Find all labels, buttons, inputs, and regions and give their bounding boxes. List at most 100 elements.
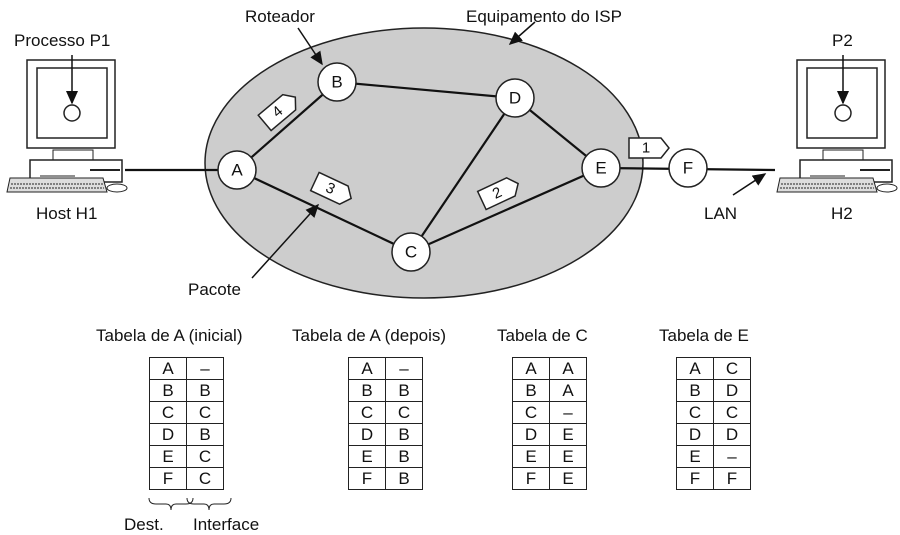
router-a: A bbox=[217, 150, 257, 190]
router-label: E bbox=[595, 159, 606, 178]
host-h2-computer-icon bbox=[776, 59, 898, 193]
table-row: E– bbox=[676, 445, 751, 468]
interface-cell: C bbox=[186, 467, 224, 490]
interface-cell: E bbox=[549, 467, 587, 490]
interface-cell: B bbox=[385, 445, 423, 468]
router-f: F bbox=[668, 148, 708, 188]
process-p2-icon bbox=[834, 104, 852, 122]
label-h2: H2 bbox=[831, 204, 853, 223]
destination-cell: F bbox=[348, 467, 386, 490]
interface-cell: B bbox=[186, 423, 224, 446]
destination-cell: A bbox=[512, 357, 550, 380]
interface-cell: C bbox=[713, 357, 751, 380]
interface-cell: B bbox=[385, 467, 423, 490]
table-row: A– bbox=[149, 357, 224, 380]
label-p2: P2 bbox=[832, 31, 853, 50]
packet-3: 3 bbox=[309, 171, 352, 205]
host-h1-computer-icon bbox=[6, 59, 128, 193]
links bbox=[125, 80, 776, 254]
interface-cell: E bbox=[549, 445, 587, 468]
destination-cell: D bbox=[149, 423, 187, 446]
destination-cell: A bbox=[348, 357, 386, 380]
destination-cell: F bbox=[149, 467, 187, 490]
interface-cell: A bbox=[549, 379, 587, 402]
destination-cell: C bbox=[348, 401, 386, 424]
router-e: E bbox=[581, 148, 621, 188]
router-label: B bbox=[331, 73, 342, 92]
destination-cell: E bbox=[348, 445, 386, 468]
destination-cell: A bbox=[676, 357, 714, 380]
process-p1-icon bbox=[63, 104, 81, 122]
label-interface: Interface bbox=[193, 515, 259, 534]
interface-cell: C bbox=[385, 401, 423, 424]
interface-cell: B bbox=[385, 423, 423, 446]
destination-cell: C bbox=[149, 401, 187, 424]
destination-cell: F bbox=[512, 467, 550, 490]
router-label: A bbox=[231, 161, 243, 180]
packet-1: 1 bbox=[628, 137, 670, 159]
destination-cell: F bbox=[676, 467, 714, 490]
destination-cell: D bbox=[676, 423, 714, 446]
router-d: D bbox=[495, 78, 535, 118]
label-pacote: Pacote bbox=[188, 280, 241, 299]
interface-cell: – bbox=[385, 357, 423, 380]
label-host-h1: Host H1 bbox=[36, 204, 97, 223]
table-row: C– bbox=[512, 401, 587, 424]
interface-brace bbox=[186, 497, 232, 511]
routing-table-title: Tabela de A (inicial) bbox=[96, 326, 243, 345]
destination-cell: B bbox=[348, 379, 386, 402]
destination-cell: E bbox=[512, 445, 550, 468]
packet-2: 2 bbox=[476, 177, 519, 211]
interface-cell: – bbox=[549, 401, 587, 424]
interface-cell: D bbox=[713, 379, 751, 402]
label-dest: Dest. bbox=[124, 515, 164, 534]
routing-table-title: Tabela de A (depois) bbox=[292, 326, 447, 345]
router-label: F bbox=[683, 159, 693, 178]
interface-cell: C bbox=[713, 401, 751, 424]
interface-cell: A bbox=[549, 357, 587, 380]
router-b: B bbox=[317, 62, 357, 102]
interface-cell: C bbox=[186, 445, 224, 468]
destination-cell: A bbox=[149, 357, 187, 380]
interface-cell: C bbox=[186, 401, 224, 424]
destination-cell: E bbox=[676, 445, 714, 468]
router-c: C bbox=[391, 232, 431, 272]
router-label: D bbox=[509, 89, 521, 108]
destination-cell: C bbox=[676, 401, 714, 424]
table-row: A– bbox=[348, 357, 423, 380]
interface-cell: B bbox=[186, 379, 224, 402]
interface-cell: – bbox=[186, 357, 224, 380]
packet-4: 4 bbox=[257, 93, 297, 132]
dest-brace bbox=[148, 497, 194, 511]
label-processo-p1: Processo P1 bbox=[14, 31, 110, 50]
destination-cell: C bbox=[512, 401, 550, 424]
destination-cell: D bbox=[512, 423, 550, 446]
interface-cell: D bbox=[713, 423, 751, 446]
destination-cell: B bbox=[149, 379, 187, 402]
interface-cell: B bbox=[385, 379, 423, 402]
label-lan: LAN bbox=[704, 204, 737, 223]
destination-cell: B bbox=[676, 379, 714, 402]
routing-table-title: Tabela de E bbox=[659, 326, 749, 345]
